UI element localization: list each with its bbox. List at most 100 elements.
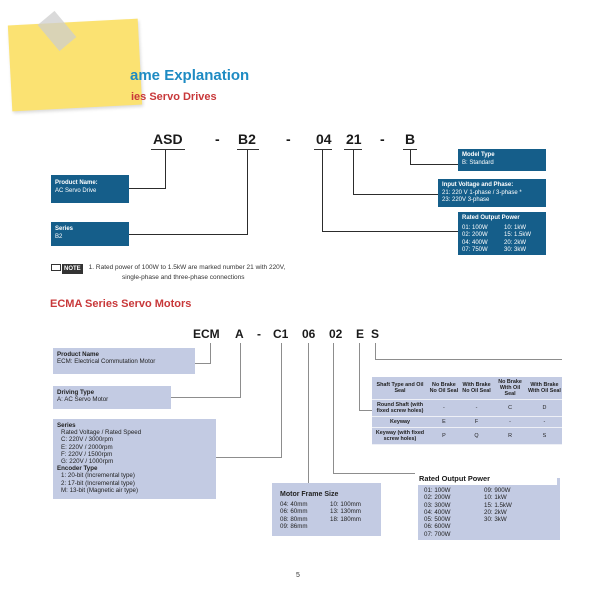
table-cell: S <box>526 427 562 445</box>
connector-line <box>359 410 372 411</box>
asd-model-type-box: Model Type B: Standard <box>458 149 546 171</box>
connector-line <box>410 164 458 165</box>
encoder-type-title: Encoder Type <box>57 465 98 473</box>
table-header-cell: Shaft Type and Oil Seal <box>372 377 428 400</box>
ecma-code-frame: 06 <box>302 327 316 341</box>
frame-size: 04: 40mm <box>280 501 308 509</box>
connector-line <box>308 343 309 483</box>
rated-output-value: 02: 200W <box>462 232 488 238</box>
ecma-product-name-box: Product Name ECM: Electrical Commutation… <box>53 348 195 374</box>
rated-output-value: 01: 100W <box>424 487 451 494</box>
note-line-2: single-phase and three-phase connections <box>122 274 245 281</box>
ecma-product-name-value: ECM: Electrical Commutation Motor <box>57 358 156 366</box>
table-row-header: Keyway <box>372 416 428 428</box>
ecma-frame-title: Motor Frame Size <box>280 491 339 498</box>
series-speed: C: 220V / 3000rpm <box>61 436 113 444</box>
rated-output-value: 20: 2kW <box>484 508 507 516</box>
asd-code-dash: - <box>380 131 385 147</box>
connector-line <box>165 150 166 188</box>
rated-output-value: 09: 900W <box>484 487 511 494</box>
encoder-type: 1: 20-bit (Incremental type) <box>61 472 135 480</box>
asd-product-name-box: Product Name: AC Servo Drive <box>51 175 129 203</box>
asd-code-power: 04 <box>316 131 332 147</box>
table-cell: E <box>428 416 460 428</box>
ecma-rated-output-title: Rated Output Power <box>415 472 557 485</box>
code-underline <box>151 149 185 150</box>
connector-line <box>333 343 334 473</box>
shaft-options-table: Shaft Type and Oil Seal No Brake No Oil … <box>372 377 562 445</box>
frame-size: 13: 130mm <box>330 508 361 516</box>
rated-output-value: 06: 600W <box>424 523 451 531</box>
code-underline <box>237 149 259 150</box>
frame-size: 18: 180mm <box>330 515 361 523</box>
connector-line <box>333 473 419 474</box>
asd-rated-output-title: Rated Output Power <box>462 215 520 221</box>
page-heading: ame Explanation <box>130 67 250 84</box>
ecma-code-special: S <box>371 327 380 341</box>
asd-product-name-value: AC Servo Drive <box>55 187 97 194</box>
rated-output-value: 15: 1.5kW <box>484 501 512 509</box>
connector-line <box>322 231 458 232</box>
connector-line <box>322 150 323 231</box>
series-speed: E: 220V / 2000rpm <box>61 443 113 451</box>
asd-series-value: B2 <box>55 233 63 240</box>
ecma-code-driving: A <box>235 327 244 341</box>
code-underline <box>403 149 417 150</box>
asd-series-title: Series <box>55 226 74 232</box>
rated-output-value: 15: 1.5kW <box>504 232 532 238</box>
asd-code-model: B <box>405 131 416 147</box>
rated-output-value: 20: 2kW <box>504 239 527 246</box>
frame-size: 06: 60mm <box>280 508 308 516</box>
sticky-note <box>7 18 143 112</box>
connector-line <box>410 150 411 164</box>
asd-code-voltage: 21 <box>346 131 362 147</box>
asd-model-type-title: Model Type <box>462 152 495 158</box>
ecma-driving-type-title: Driving Type <box>57 389 95 396</box>
note-badge: NOTE <box>62 264 83 274</box>
table-cell: - <box>526 416 562 428</box>
table-row: Round Shaft (with fixed screw holes) - -… <box>372 399 562 417</box>
table-row-header: Keyway (with fixed screw holes) <box>372 427 428 445</box>
ecma-code-dash: - <box>257 327 261 341</box>
table-cell: - <box>493 416 527 428</box>
connector-line <box>359 343 360 410</box>
asd-code-series: B2 <box>238 131 256 147</box>
ecma-driving-type-value: A: AC Servo Motor <box>57 396 109 404</box>
code-underline <box>344 149 362 150</box>
frame-size: 08: 80mm <box>280 515 308 523</box>
asd-input-voltage-line: 21: 220 V 1-phase / 3-phase * <box>442 189 522 196</box>
table-cell: F <box>459 416 494 428</box>
connector-line <box>195 363 211 364</box>
rated-output-value: 10: 1kW <box>504 224 527 231</box>
rated-output-value: 04: 400W <box>424 508 451 516</box>
table-cell: - <box>459 399 494 417</box>
table-header-row: Shaft Type and Oil Seal No Brake No Oil … <box>372 377 562 400</box>
ecma-code-option: E <box>356 327 365 341</box>
rated-output-value: 04: 400W <box>462 239 488 246</box>
asd-product-name-title: Product Name: <box>55 180 98 186</box>
connector-line <box>240 343 241 397</box>
connector-line <box>128 234 248 235</box>
frame-size: 09: 86mm <box>280 522 308 530</box>
ecma-series-box: Series Rated Voltage / Rated Speed C: 22… <box>53 419 216 499</box>
table-cell: Q <box>459 427 494 445</box>
asd-note: NOTE 1. Rated power of 100W to 1.5kW are … <box>51 264 285 282</box>
asd-code-prefix: ASD <box>153 131 183 147</box>
table-row-header: Round Shaft (with fixed screw holes) <box>372 399 428 417</box>
rated-output-value: 01: 100W <box>462 224 488 231</box>
note-line-1: 1. Rated power of 100W to 1.5kW are mark… <box>88 264 286 271</box>
ecma-series-sub: Rated Voltage / Rated Speed <box>61 429 142 437</box>
table-header-cell: With Brake No Oil Seal <box>459 377 494 400</box>
series-speed: F: 220V / 1500rpm <box>61 450 113 458</box>
series-speed: G: 220V / 1000rpm <box>61 458 114 466</box>
asd-model-type-value: B: Standard <box>462 159 494 166</box>
table-header-cell: No Brake With Oil Seal <box>493 377 527 400</box>
ecma-product-name-title: Product Name <box>57 351 99 358</box>
asd-input-voltage-title: Input Voltage and Phase: <box>442 182 514 188</box>
rated-output-value: 05: 500W <box>424 516 451 524</box>
ecma-code-power: 02 <box>329 327 343 341</box>
rated-output-value: 07: 700W <box>424 530 451 538</box>
connector-line <box>170 397 241 398</box>
table-cell: P <box>428 427 460 445</box>
